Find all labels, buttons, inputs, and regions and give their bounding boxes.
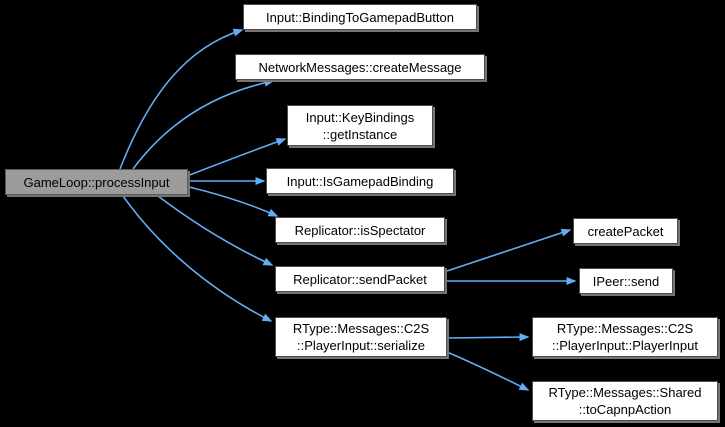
node-createpacket[interactable]: createPacket (573, 218, 678, 244)
node-input-keybindings-getinstance[interactable]: Input::KeyBindings ::getInstance (287, 105, 433, 146)
node-ipeer-send[interactable]: IPeer::send (579, 268, 673, 294)
edge-processinput-bindingtogamepad (119, 28, 244, 170)
edge-processinput-getinstance (186, 138, 287, 177)
edge-processinput-serialize (122, 195, 273, 322)
node-rtype-messages-c2s-playerinput-serialize[interactable]: RType::Messages::C2S ::PlayerInput::seri… (275, 317, 447, 357)
node-gameloop-processinput[interactable]: GameLoop::processInput (5, 169, 188, 195)
node-rtype-messages-c2s-playerinput-playerinput[interactable]: RType::Messages::C2S ::PlayerInput::Play… (532, 317, 718, 357)
edge-processinput-isspectator (188, 186, 279, 217)
node-networkmessages-createmessage[interactable]: NetworkMessages::createMessage (235, 54, 485, 80)
edge-processinput-createmessage (132, 78, 275, 170)
edge-processinput-sendpacket (157, 195, 274, 266)
edge-serialize-tocapnpaction (446, 351, 530, 391)
node-input-isgamepadbinding[interactable]: Input::IsGamepadBinding (266, 168, 454, 194)
node-input-bindingtogamepadbutton[interactable]: Input::BindingToGamepadButton (243, 4, 477, 30)
edge-serialize-playerinputctor (447, 333, 530, 342)
node-replicator-isspectator[interactable]: Replicator::isSpectator (275, 217, 445, 243)
edge-sendpacket-createpacket (446, 228, 572, 272)
node-rtype-messages-shared-tocapnpaction[interactable]: RType::Messages::Shared ::toCapnpAction (532, 381, 718, 421)
node-replicator-sendpacket[interactable]: Replicator::sendPacket (275, 266, 445, 292)
